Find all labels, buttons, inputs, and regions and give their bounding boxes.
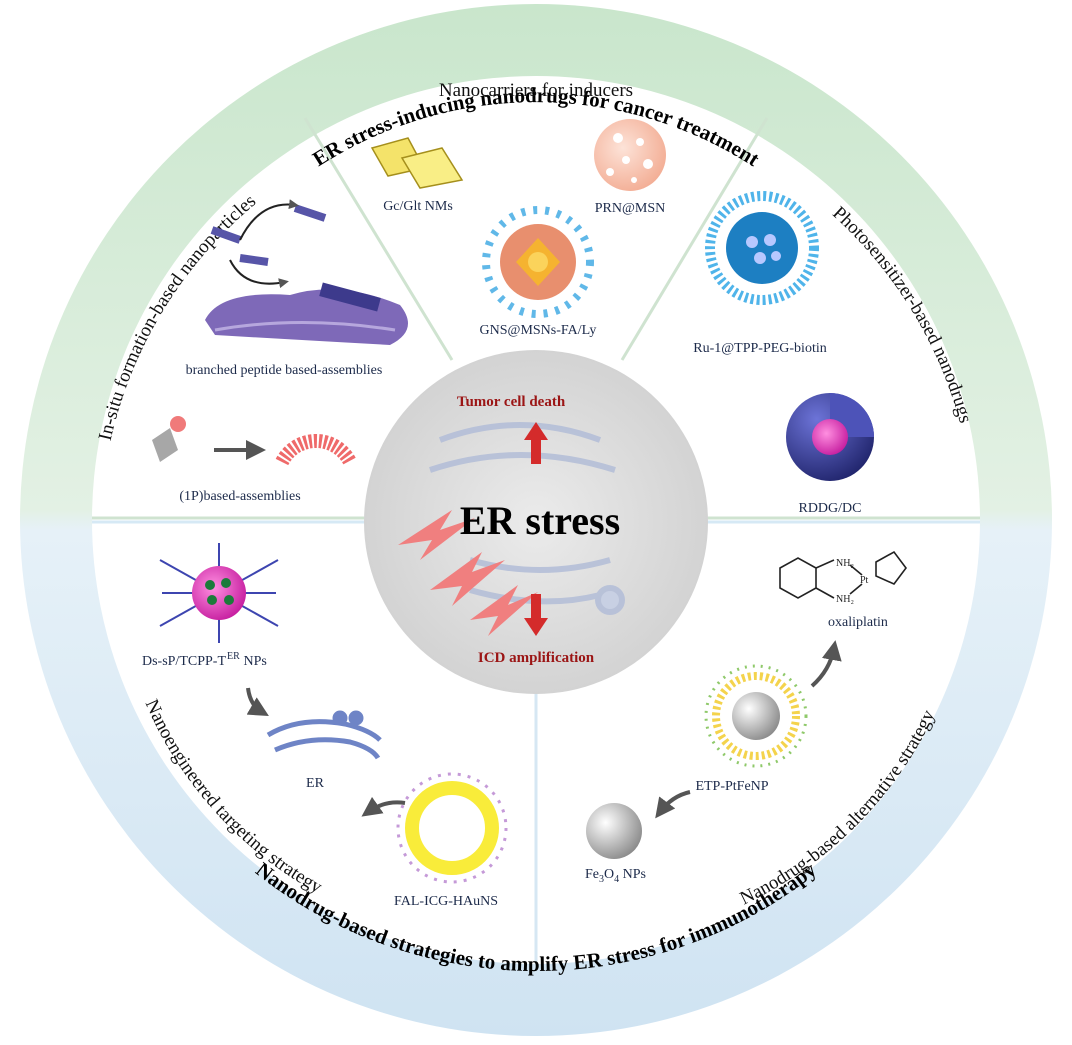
er-membrane-assembly-icon (205, 199, 408, 345)
lightning-bolts-icon (398, 510, 538, 636)
arrow-down-icon (524, 594, 548, 636)
label-fal-icg: FAL-ICG-HAuNS (394, 894, 498, 909)
oxaliplatin-structure-icon (779, 550, 907, 599)
sector-top-title: Nanocarriers for inducers (439, 80, 633, 101)
fal-icg-hauns-icon (396, 772, 508, 884)
label-branched-peptide: branched peptide based-assemblies (186, 363, 383, 378)
label-ds-sp: Ds-sP/TCPP-T (142, 654, 226, 669)
label-fe3o4-fe: Fe (585, 867, 599, 882)
er-organelle-icon (266, 710, 382, 760)
label-oxaliplatin: oxaliplatin (828, 615, 888, 630)
oxaliplatin-nh2-bottom: NH₂ (836, 594, 854, 605)
oxaliplatin-nh2-top: NH₂ (836, 558, 854, 569)
label-gns-msns: GNS@MSNs-FA/Ly (480, 323, 597, 338)
fe3o4-sphere-icon (586, 803, 642, 859)
label-fe3o4: Fe3O4 NPs (585, 867, 646, 885)
center-title: ER stress (460, 498, 620, 543)
etp-ptfenp-icon (704, 664, 808, 768)
label-er: ER (306, 776, 325, 791)
sector-dividers (92, 117, 980, 965)
gc-glt-sheets-icon (370, 137, 464, 189)
center-bottom-label: ICD amplification (478, 650, 595, 666)
label-fe3o4-sub4: 4 (614, 874, 619, 885)
prn-msn-sphere-icon (594, 119, 666, 191)
arrow-hauns-to-er (361, 796, 406, 817)
arrow-etp-to-oxaliplatin (810, 640, 842, 688)
label-fe3o4-sub3: 3 (599, 874, 604, 885)
center-top-label: Tumor cell death (457, 394, 566, 410)
label-1p-assemblies: (1P)based-assemblies (179, 489, 300, 504)
arrow-etp-to-fe3o4 (655, 790, 691, 819)
label-gc-glt: Gc/Glt NMs (383, 199, 453, 214)
label-ds-sp-superscript: ER (227, 651, 240, 662)
label-ru1: Ru-1@TPP-PEG-biotin (693, 341, 826, 356)
label-rddg: RDDG/DC (798, 501, 861, 516)
label-etp: ETP-PtFeNP (695, 779, 768, 794)
rddg-cube-sphere-icon (786, 393, 874, 481)
label-fe3o4-suffix: NPs (619, 867, 646, 882)
arrow-up-icon (524, 422, 548, 464)
oxaliplatin-pt: Pt (860, 575, 869, 586)
label-ds-sp-suffix: NPs (240, 654, 267, 669)
ru1-micelle-icon (705, 191, 819, 305)
ds-sp-nanoparticle-icon (159, 543, 279, 643)
label-fe3o4-o: O (604, 867, 614, 882)
label-prn-msn: PRN@MSN (595, 201, 665, 216)
gns-msns-nanoparticle-icon (482, 206, 594, 318)
arrow-ds-to-er (246, 687, 269, 717)
monomer-to-assembly-icon (152, 416, 357, 466)
